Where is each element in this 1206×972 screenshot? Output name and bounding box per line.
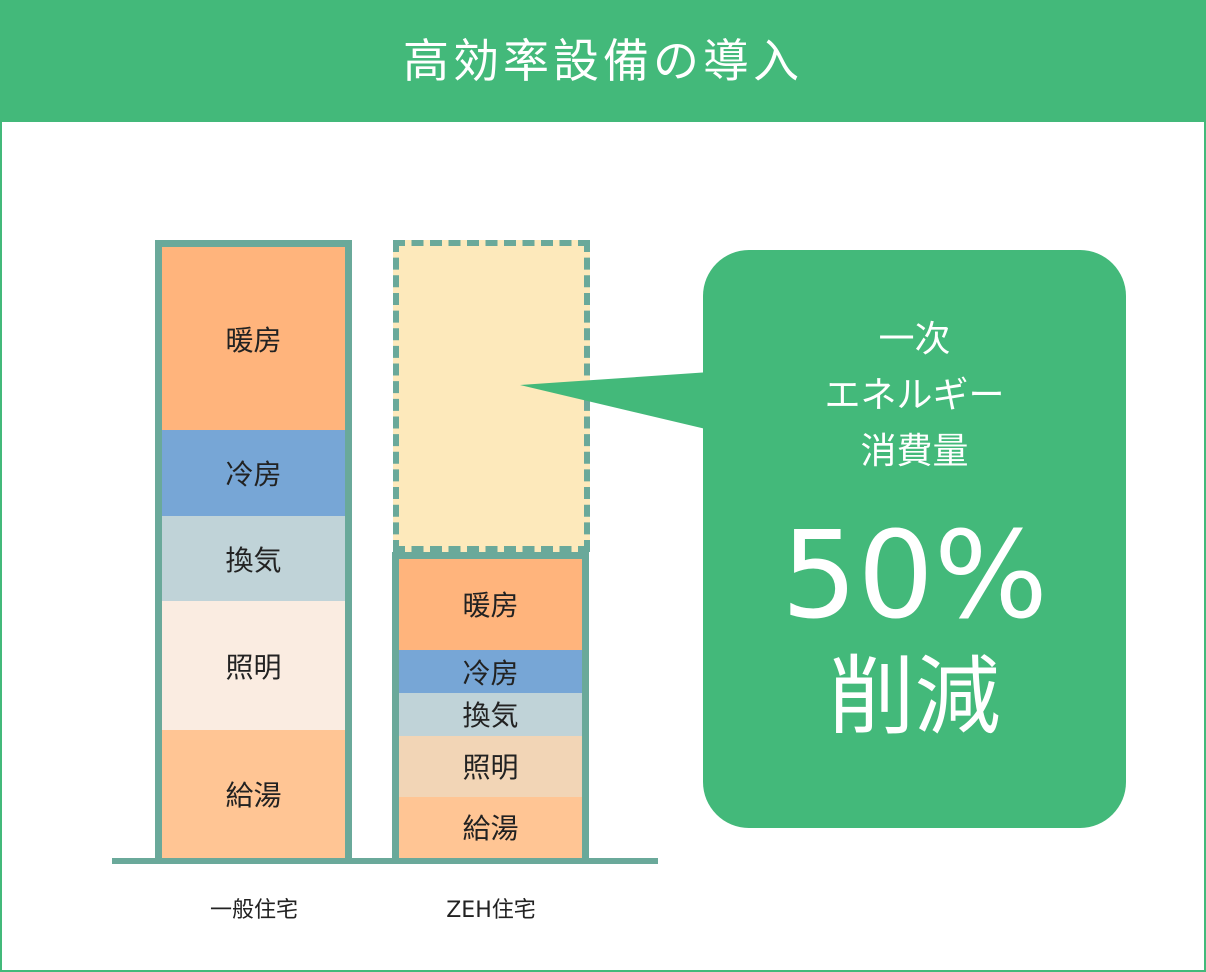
reduced-portion — [393, 240, 590, 552]
bar-0: 給湯照明換気冷房暖房 — [155, 240, 352, 858]
bar-segment: 冷房 — [162, 430, 345, 516]
bar-segment: 照明 — [399, 735, 582, 797]
bar-segment: 給湯 — [162, 729, 345, 858]
bar-segment: 冷房 — [399, 650, 582, 694]
callout-reduction: 削減 — [828, 647, 1001, 747]
baseline — [112, 858, 658, 864]
callout-line3: 消費量 — [860, 431, 969, 472]
x-label-general: 一般住宅 — [209, 898, 298, 923]
callout-line2: エネルギー — [824, 375, 1005, 416]
bar-segment: 暖房 — [162, 247, 345, 431]
callout: 一次 エネルギー 消費量 50% 削減 — [703, 250, 1126, 828]
callout-text: 一次 エネルギー 消費量 — [703, 312, 1126, 480]
bar-segment: 換気 — [162, 515, 345, 602]
bar-1: 給湯照明換気冷房暖房 — [392, 551, 589, 858]
page-title: 高効率設備の導入 — [0, 0, 1206, 122]
callout-percent: 50% — [781, 507, 1048, 646]
bar-segment: 給湯 — [399, 796, 582, 858]
bar-segment: 照明 — [162, 601, 345, 730]
bar-segment: 暖房 — [399, 558, 582, 651]
callout-line1: 一次 — [878, 319, 951, 360]
x-label-zeh: ZEH住宅 — [446, 898, 536, 923]
bar-segment: 換気 — [399, 693, 582, 736]
